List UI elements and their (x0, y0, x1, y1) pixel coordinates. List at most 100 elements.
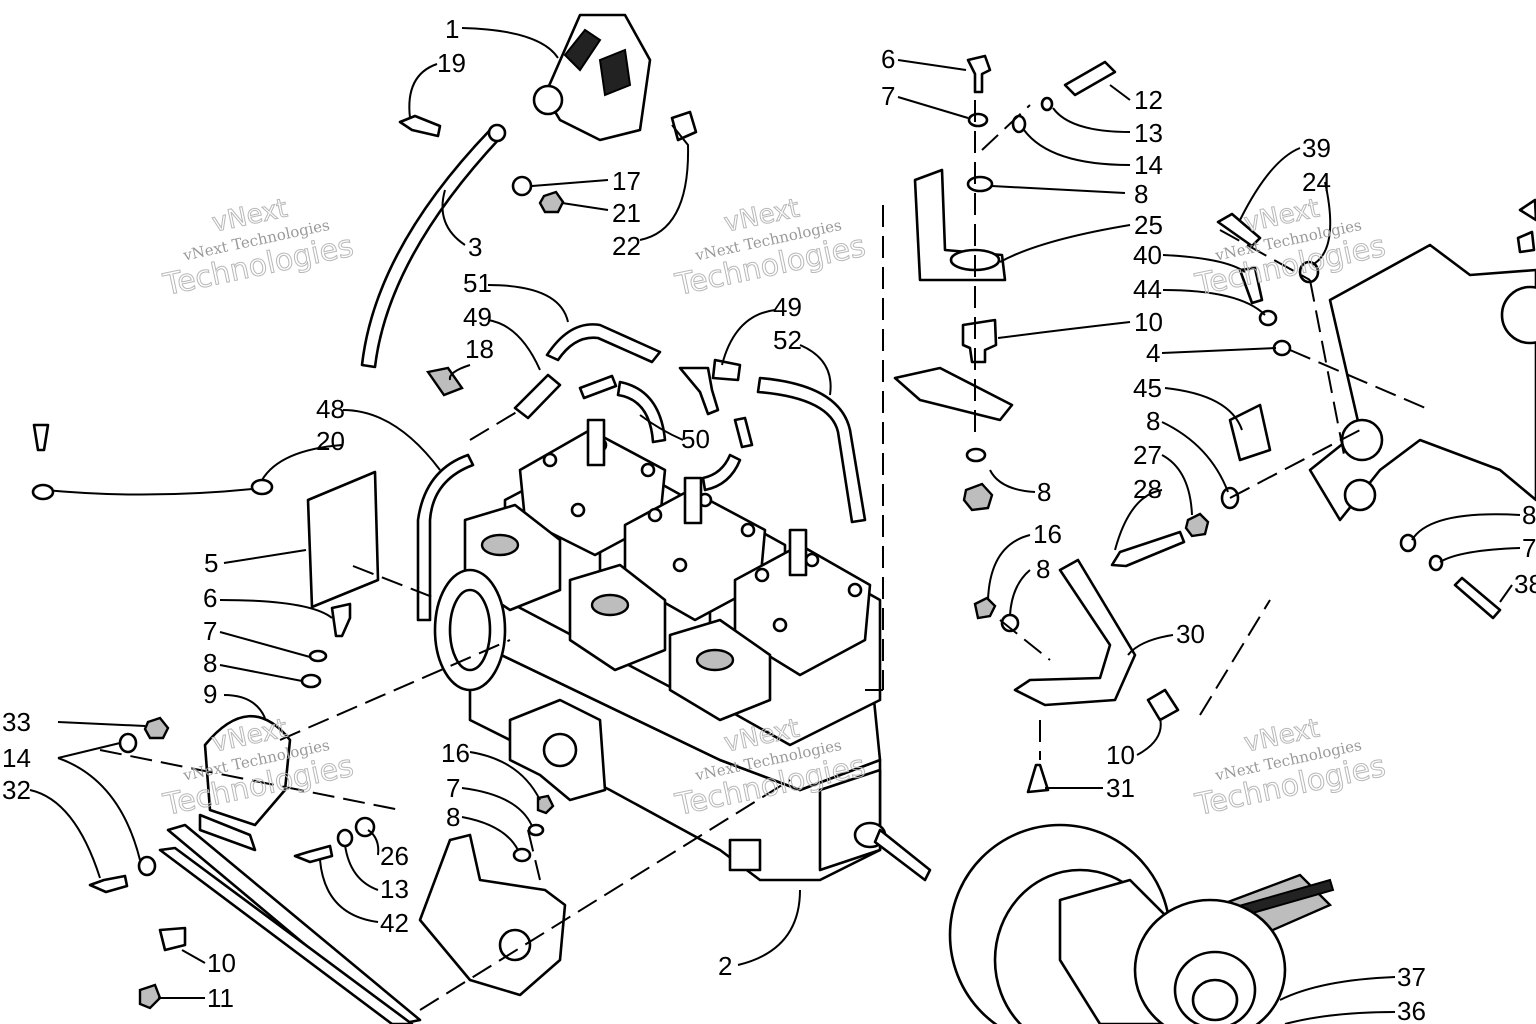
callout-45: 45 (1133, 373, 1162, 403)
callout-32: 32 (2, 775, 31, 805)
part-38-bolt (1453, 576, 1502, 620)
callout-51: 51 (463, 268, 492, 298)
part-20-strap (44, 487, 263, 496)
callout-10-right: 10 (1106, 740, 1135, 770)
part-25-bracket (913, 168, 1007, 282)
part-32-bolt (88, 874, 129, 894)
callout-10-left: 10 (207, 948, 236, 978)
callout-19: 19 (437, 48, 466, 78)
callout-50: 50 (681, 424, 710, 454)
part-48-hose (416, 453, 475, 622)
part-21-nut (538, 190, 565, 214)
callout-13-top: 13 (1134, 118, 1163, 148)
callout-22: 22 (612, 231, 641, 261)
callout-27: 27 (1133, 440, 1162, 470)
callout-labels: 1 19 17 21 22 3 51 49 49 52 18 48 20 50 … (2, 14, 1536, 1024)
part-10-bumper-left (158, 926, 187, 952)
support-plate (893, 366, 1014, 422)
callout-10-top: 10 (1134, 307, 1163, 337)
part-8-nut (962, 482, 994, 512)
callout-18: 18 (465, 334, 494, 364)
callout-52: 52 (773, 325, 802, 355)
callout-14-top: 14 (1134, 150, 1163, 180)
callout-8-edge: 8 (1522, 500, 1536, 530)
callout-16-mid: 16 (441, 738, 470, 768)
callout-49-right: 49 (773, 292, 802, 322)
callout-36: 36 (1397, 996, 1426, 1024)
part-16-nut (536, 794, 555, 815)
callout-6-left: 6 (203, 583, 217, 613)
part-6-bolt-top (966, 54, 992, 94)
assembly-lines (99, 100, 1431, 1011)
callout-8-right: 8 (1036, 554, 1050, 584)
callout-16-right: 16 (1033, 519, 1062, 549)
watermark-group-2: vNext vNext Technologies Technologies (671, 193, 869, 304)
callout-7-mid: 7 (446, 773, 460, 803)
callout-24: 24 (1302, 167, 1331, 197)
part-31-screw (1026, 763, 1050, 794)
engine-assembly (433, 418, 887, 882)
callout-14-left: 14 (2, 743, 31, 773)
head-bolts (542, 437, 863, 633)
part-33-nut (143, 716, 170, 740)
hoses-upper (513, 323, 867, 524)
callout-8-center: 8 (1037, 477, 1051, 507)
part-30-bracket (1013, 558, 1137, 707)
part-16-nut-right (973, 596, 997, 620)
callout-11: 11 (207, 983, 234, 1013)
callout-39: 39 (1302, 133, 1331, 163)
callout-26: 26 (380, 841, 409, 871)
part-6-screw (330, 602, 352, 638)
watermark-group-1: vNext vNext Technologies Technologies (159, 193, 357, 304)
callout-5: 5 (204, 548, 218, 578)
callout-42: 42 (380, 908, 409, 938)
callout-20: 20 (316, 426, 345, 456)
chaincase-bracket (1308, 243, 1536, 522)
part-17-washer (511, 175, 533, 197)
part-5-plate (306, 470, 380, 609)
part-10-bumper-mid (961, 318, 998, 364)
part-40-bolt (1238, 266, 1264, 305)
part-18-gasket (425, 366, 464, 397)
callout-17: 17 (612, 166, 641, 196)
leader-lines (29, 27, 1521, 1024)
part-45-fitting (1228, 403, 1272, 462)
callout-25: 25 (1134, 210, 1163, 240)
callout-48: 48 (316, 394, 345, 424)
callout-7-left: 7 (203, 616, 217, 646)
callout-6-top: 6 (881, 44, 895, 74)
callout-7-edge: 7 (1522, 533, 1536, 563)
callout-13-left: 13 (380, 874, 409, 904)
callout-12: 12 (1134, 85, 1163, 115)
callout-8-right-stack: 8 (1146, 406, 1160, 436)
callout-37: 37 (1397, 962, 1426, 992)
callout-40: 40 (1133, 240, 1162, 270)
callout-30: 30 (1176, 619, 1205, 649)
callout-7-top: 7 (881, 81, 895, 111)
part-42-bolt (293, 844, 334, 864)
watermark-group-6: vNext vNext Technologies Technologies (1191, 713, 1389, 824)
callout-8-mid: 8 (446, 802, 460, 832)
callout-44: 44 (1133, 274, 1162, 304)
callout-28: 28 (1133, 474, 1162, 504)
part-14-washer (118, 732, 138, 754)
part-12-bolt (1063, 60, 1117, 97)
part-1-cover (532, 13, 698, 142)
callout-4: 4 (1146, 338, 1160, 368)
callout-1: 1 (445, 14, 459, 44)
callout-3: 3 (468, 232, 482, 262)
callout-49-left: 49 (463, 302, 492, 332)
callout-21: 21 (612, 198, 641, 228)
callout-38: 38 (1514, 569, 1536, 599)
part-11-nut (138, 983, 162, 1010)
front-bracket (418, 833, 567, 997)
callout-9: 9 (203, 679, 217, 709)
callout-8-left: 8 (203, 648, 217, 678)
callout-33: 33 (2, 707, 31, 737)
part-39-bolt (1216, 212, 1262, 248)
part-10-bumper-right (1146, 688, 1180, 722)
callout-8-top: 8 (1134, 179, 1148, 209)
drive-clutch (873, 823, 1335, 1024)
part-27-nut (1184, 512, 1210, 538)
